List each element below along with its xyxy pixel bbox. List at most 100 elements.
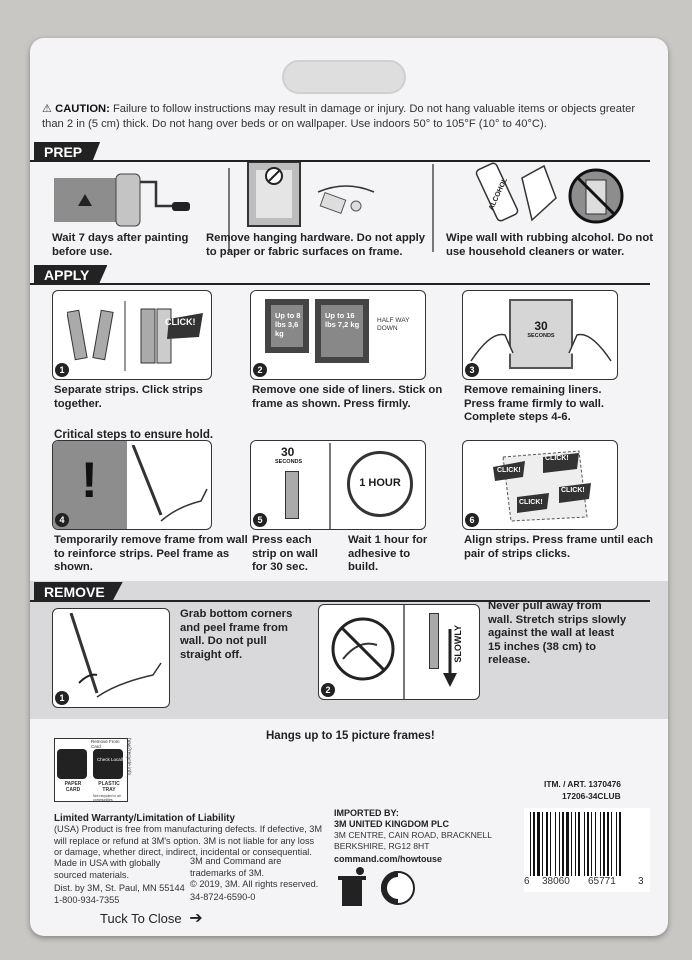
apply-step-1-panel: CLICK! 1: [52, 290, 212, 380]
apply-step-5b-text: Wait 1 hour for adhesive to build.: [348, 534, 428, 573]
right-arrow-icon: ➔: [189, 910, 203, 927]
imported-title: IMPORTED BY:: [334, 808, 399, 818]
critical-heading: Critical steps to ensure hold.: [54, 428, 214, 441]
apply-step-2-panel: Up to 8 lbs 3,6 kg Up to 16 lbs 7,2 kg H…: [250, 290, 426, 380]
strip-on-wall: [285, 471, 299, 519]
paint-roller-icon: [54, 173, 190, 227]
recycle-right-label: PLASTIC TRAY: [98, 781, 120, 793]
caution-text: ⚠ CAUTION: Failure to follow instruction…: [42, 102, 654, 132]
apply-step-6-panel: CLICK! CLICK! CLICK! CLICK! 6: [462, 440, 618, 530]
divider: [432, 164, 434, 252]
warning-icon: ⚠: [42, 103, 53, 115]
warranty-made: Made in USA with globally sourced materi…: [54, 858, 161, 880]
copyright-text: © 2019, 3M. All rights reserved.: [190, 879, 319, 889]
warranty-dist: Dist. by 3M, St. Paul, MN 55144: [54, 883, 185, 893]
document-code: 34-8724-6590-0: [190, 892, 256, 902]
recycle-url: how2recycle.info: [125, 738, 132, 776]
package-card: ⚠ CAUTION: Failure to follow instruction…: [30, 38, 668, 936]
green-dot-icon: [381, 871, 415, 905]
prep-rule: [30, 160, 650, 162]
step-number: 1: [55, 363, 69, 377]
click-badge: CLICK!: [561, 487, 585, 494]
item-art: ITM. / ART. 1370476: [544, 779, 621, 789]
exclamation-icon: !: [81, 452, 98, 508]
apply-step-5-panel: 30 SECONDS 1 HOUR 5: [250, 440, 426, 530]
recycle-left-label: PAPER CARD: [64, 781, 82, 793]
divider: [329, 443, 331, 529]
apply-step-1-text: Separate strips. Click strips together.: [54, 384, 203, 410]
recycle-icon: [57, 749, 87, 779]
prep-step-3-text: Wipe wall with rubbing alcohol. Do not u…: [446, 232, 653, 258]
warranty-phone: 1-800-934-7355: [54, 895, 120, 905]
apply-step-2-text: Remove one side of liners. Stick on fram…: [252, 384, 443, 410]
click-badge: CLICK!: [519, 499, 543, 506]
remove-step-2-text: Never pull away from wall. Stretch strip…: [488, 600, 627, 666]
apply-step-6-text: Align strips. Press frame until each pai…: [464, 534, 653, 560]
imported-company: 3M UNITED KINGDOM PLC: [334, 819, 450, 829]
recycle-note: Not recycled in all communities: [93, 794, 121, 802]
hang-hole: [282, 60, 406, 94]
frame-large-label: Up to 16 lbs 7,2 kg: [325, 311, 360, 329]
barcode-right: 3: [638, 876, 644, 887]
barcode-middle-2: 65771: [588, 876, 616, 887]
down-arrow-icon: [443, 629, 457, 687]
prep-step-1-text: Wait 7 days after painting before use.: [52, 232, 189, 258]
hands-icon: [470, 333, 612, 362]
no-pull-icon: [331, 617, 395, 681]
click-badge: CLICK!: [165, 317, 196, 327]
step-number: 6: [465, 513, 479, 527]
frame-large: [315, 299, 369, 363]
barcode: 6 38060 65771 3: [524, 808, 650, 892]
step-number: 2: [253, 363, 267, 377]
tuck-text: Tuck To Close ➔: [100, 908, 203, 928]
hanging-hardware-icon: [247, 162, 375, 227]
strips-click-icon: [67, 301, 203, 371]
tuck-label: Tuck To Close: [100, 911, 182, 926]
apply-step-4-text: Temporarily remove frame from wall to re…: [54, 534, 248, 573]
recycle-top: Remove From Card: [91, 739, 120, 749]
warranty-title: Limited Warranty/Limitation of Liability: [54, 813, 235, 824]
peel-corner-icon: [69, 613, 162, 698]
stretched-strip: [429, 613, 439, 669]
clock-label: 1 HOUR: [359, 477, 401, 489]
pressed-frame: [509, 299, 573, 369]
apply-step-5a-text: Press each strip on wall for 30 sec.: [252, 534, 318, 573]
recycle-check: Check Locally: [97, 757, 126, 762]
prep-heading: PREP: [34, 142, 101, 162]
remove-step-2-panel: SLOWLY 2: [318, 604, 480, 700]
click-badge: CLICK!: [497, 467, 521, 474]
remove-heading: REMOVE: [34, 582, 123, 602]
step-number: 3: [465, 363, 479, 377]
warranty-body: (USA) Product is free from manufacturing…: [54, 824, 323, 857]
halfway-label: HALF WAY DOWN: [377, 317, 410, 332]
item-code: 17206-34CLUB: [562, 791, 621, 801]
divider: [228, 168, 230, 252]
peel-frame-icon: [131, 445, 208, 522]
apply-step-4-panel: ! 4: [52, 440, 212, 530]
trademark-text: 3M and Command are trademarks of 3M.: [190, 856, 282, 878]
align-strips-icon: [493, 450, 591, 522]
apply-step-3-text: Remove remaining liners. Press frame fir…: [464, 384, 605, 423]
imported-address-2: BERKSHIRE, RG12 8HT: [334, 841, 430, 851]
step-number: 4: [55, 513, 69, 527]
step-number: 2: [321, 683, 335, 697]
apply-rule: [30, 283, 650, 285]
caution-body: Failure to follow instructions may resul…: [42, 103, 636, 130]
remove-step-1-text: Grab bottom corners and peel frame from …: [180, 608, 293, 661]
how2recycle-logo: Remove From Card Check Locally PAPER CAR…: [54, 738, 128, 802]
seconds-value: 30: [281, 445, 295, 459]
recycle-icon: [93, 749, 123, 779]
step-number: 1: [55, 691, 69, 705]
alcohol-wipe-icon: ALCOHOL: [475, 162, 624, 224]
seconds-label: SECONDS: [527, 333, 555, 339]
click-badge: CLICK!: [545, 455, 569, 462]
caution-label: CAUTION:: [55, 103, 110, 115]
seconds-label: SECONDS: [275, 459, 303, 465]
prep-step-2-text: Remove hanging hardware. Do not apply to…: [206, 232, 426, 258]
divider: [403, 605, 405, 699]
imported-address-1: 3M CENTRE, CAIN ROAD, BRACKNELL: [334, 830, 493, 840]
barcode-middle-1: 38060: [542, 876, 570, 887]
step-number: 5: [253, 513, 267, 527]
remove-step-1-panel: 1: [52, 608, 170, 708]
hangs-text: Hangs up to 15 picture frames!: [266, 730, 435, 742]
